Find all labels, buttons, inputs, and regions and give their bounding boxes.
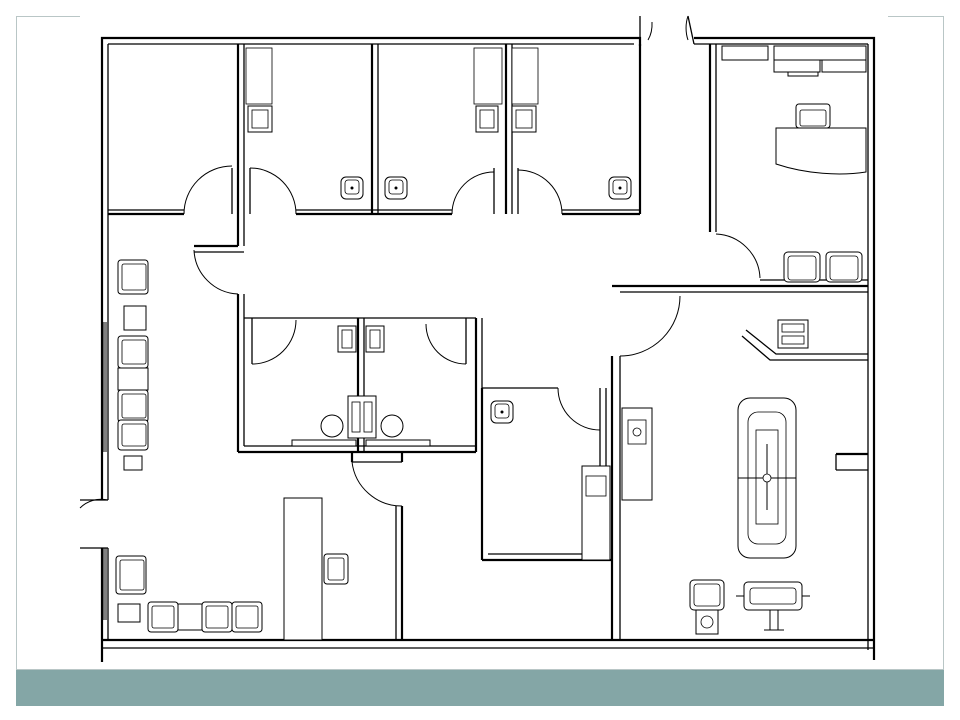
right-office — [612, 44, 868, 293]
bottom-rooms — [283, 452, 404, 641]
chair — [608, 176, 632, 200]
center-rooms — [238, 317, 483, 454]
chair — [384, 176, 408, 200]
exterior-walls — [79, 15, 876, 662]
frame-gap — [80, 12, 888, 20]
chair — [340, 176, 364, 200]
office-chairs — [340, 176, 632, 424]
top-offices — [108, 44, 642, 216]
chair — [490, 400, 514, 424]
footer-bar — [16, 670, 944, 706]
treatment-room — [689, 319, 868, 635]
waiting-area — [115, 214, 263, 633]
lab-room — [480, 295, 681, 640]
